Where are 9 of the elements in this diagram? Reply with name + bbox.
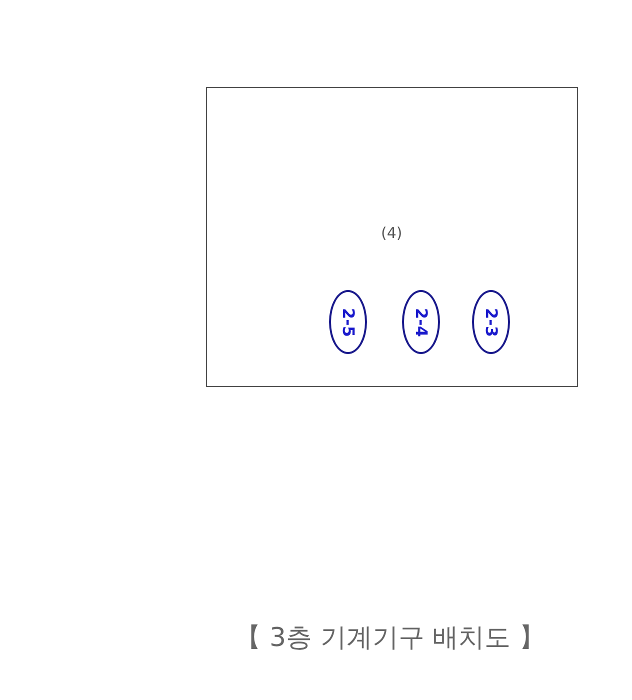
caption: 【 3층 기계기구 배치도 】 xyxy=(234,622,546,655)
machine-number: 2-4 xyxy=(412,308,430,336)
room-number: (4) xyxy=(381,224,402,242)
machine-number: 2-3 xyxy=(482,308,500,336)
machine-number: 2-5 xyxy=(338,308,358,336)
room-outline xyxy=(206,87,578,387)
machine-ellipse xyxy=(329,290,367,354)
machine-ellipse xyxy=(472,290,510,354)
machine-ellipse xyxy=(402,290,440,354)
